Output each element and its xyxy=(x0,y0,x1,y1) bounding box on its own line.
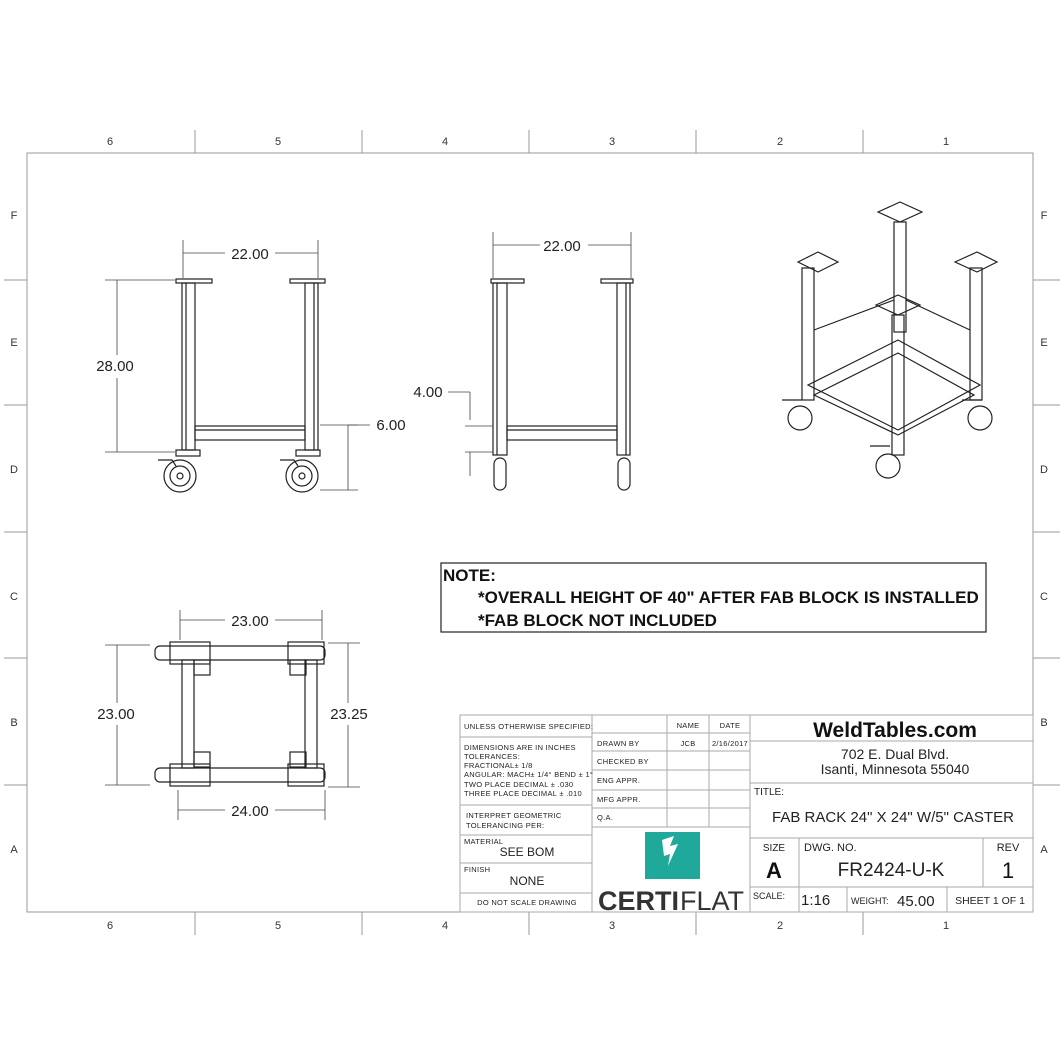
approval-label: CHECKED BY xyxy=(597,757,649,766)
rev-value: 1 xyxy=(1002,858,1014,883)
row-label: A xyxy=(10,844,18,856)
unless-specified: UNLESS OTHERWISE SPECIFIED: xyxy=(464,722,593,731)
date-header: DATE xyxy=(720,721,741,730)
col-label: 2 xyxy=(777,920,783,932)
front-width-dimension: 22.00 xyxy=(231,246,269,263)
side-offset-dimension: 4.00 xyxy=(413,384,442,401)
isometric-view xyxy=(782,201,999,479)
row-label: D xyxy=(1040,464,1048,476)
front-height-dimension: 28.00 xyxy=(96,358,134,375)
approval-date: 2/16/2017 xyxy=(712,739,748,748)
top-view: 23.00 23.00 23.25 24.00 xyxy=(97,610,368,820)
approval-label: Q.A. xyxy=(597,813,613,822)
certiflat-logo: CERTI FLAT xyxy=(598,832,744,916)
name-header: NAME xyxy=(677,721,700,730)
dwg-no-label: DWG. NO. xyxy=(804,842,857,854)
col-label: 4 xyxy=(442,136,448,148)
col-label: 5 xyxy=(275,920,281,932)
dwg-no-value: FR2424-U-K xyxy=(838,860,945,881)
rev-label: REV xyxy=(997,842,1020,854)
weight-value: 45.00 xyxy=(897,893,935,910)
material-value: SEE BOM xyxy=(500,845,555,859)
note-box: NOTE: *OVERALL HEIGHT OF 40" AFTER FAB B… xyxy=(440,562,987,633)
drawing-title: FAB RACK 24" X 24" W/5" CASTER xyxy=(772,809,1014,826)
row-label: E xyxy=(10,337,17,349)
col-label: 2 xyxy=(777,136,783,148)
scale-value: 1:16 xyxy=(801,892,830,909)
top-bottom-dimension: 24.00 xyxy=(231,803,269,820)
tolerance-line: THREE PLACE DECIMAL ± .010 xyxy=(464,789,582,798)
tolerance-line: TOLERANCES: xyxy=(464,752,520,761)
row-label: B xyxy=(1040,717,1047,729)
do-not-scale: DO NOT SCALE DRAWING xyxy=(477,898,577,907)
size-value: A xyxy=(766,858,782,883)
col-label: 1 xyxy=(943,920,949,932)
weight-label: WEIGHT: xyxy=(851,896,889,906)
size-label: SIZE xyxy=(763,843,786,854)
address-line: Isanti, Minnesota 55040 xyxy=(821,761,970,777)
zone-labels: 6 5 4 3 2 1 6 5 4 3 2 1 F E D C B A F E … xyxy=(10,136,1048,932)
top-right-dimension: 23.25 xyxy=(330,706,368,723)
side-view: 22.00 4.00 xyxy=(413,232,634,491)
top-width-dimension: 23.00 xyxy=(231,613,269,630)
row-label: B xyxy=(10,717,17,729)
title-block: UNLESS OTHERWISE SPECIFIED: DIMENSIONS A… xyxy=(459,714,1034,916)
col-label: 4 xyxy=(442,920,448,932)
finish-label: FINISH xyxy=(464,865,490,874)
approval-label: MFG APPR. xyxy=(597,795,641,804)
logo-text-bold: CERTI xyxy=(598,886,679,916)
note-heading: NOTE: xyxy=(443,566,496,585)
sheet-number: SHEET 1 OF 1 xyxy=(955,895,1025,907)
row-label: C xyxy=(10,591,18,603)
company-name: WeldTables.com xyxy=(813,719,977,742)
col-label: 3 xyxy=(609,136,615,148)
row-label: F xyxy=(11,210,18,222)
scale-label: SCALE: xyxy=(753,891,785,901)
col-label: 3 xyxy=(609,920,615,932)
row-label: A xyxy=(1040,844,1048,856)
finish-value: NONE xyxy=(510,874,545,888)
geometric-label: INTERPRET GEOMETRIC xyxy=(466,811,562,820)
tolerance-line: ANGULAR: MACH± 1/4° BEND ± 1° xyxy=(464,770,593,779)
logo-text-light: FLAT xyxy=(680,886,744,916)
col-label: 5 xyxy=(275,136,281,148)
top-left-dimension: 23.00 xyxy=(97,706,135,723)
row-label: C xyxy=(1040,591,1048,603)
approval-name: JCB xyxy=(680,739,695,748)
tolerance-line: FRACTIONAL± 1/8 xyxy=(464,761,533,770)
tolerance-line: TWO PLACE DECIMAL ± .030 xyxy=(464,780,573,789)
front-view: 22.00 28.00 6.00 xyxy=(96,240,406,493)
note-line: *OVERALL HEIGHT OF 40" AFTER FAB BLOCK I… xyxy=(478,588,979,607)
geometric-label: TOLERANCING PER: xyxy=(466,821,544,830)
approval-label: DRAWN BY xyxy=(597,739,640,748)
tolerance-line: DIMENSIONS ARE IN INCHES xyxy=(464,743,576,752)
row-label: E xyxy=(1040,337,1047,349)
title-label: TITLE: xyxy=(754,787,784,798)
row-label: D xyxy=(10,464,18,476)
approval-label: ENG APPR. xyxy=(597,776,640,785)
front-caster-dimension: 6.00 xyxy=(376,417,405,434)
material-label: MATERIAL xyxy=(464,837,503,846)
col-label: 6 xyxy=(107,920,113,932)
col-label: 6 xyxy=(107,136,113,148)
address-line: 702 E. Dual Blvd. xyxy=(841,746,949,762)
row-label: F xyxy=(1041,210,1048,222)
note-line: *FAB BLOCK NOT INCLUDED xyxy=(478,611,717,630)
zone-ticks xyxy=(4,130,1060,935)
side-width-dimension: 22.00 xyxy=(543,238,581,255)
col-label: 1 xyxy=(943,136,949,148)
